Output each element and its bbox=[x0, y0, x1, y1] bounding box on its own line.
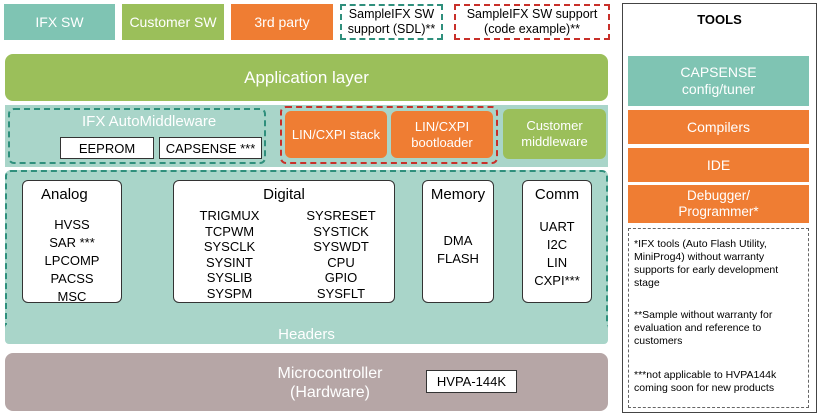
tools-title: TOOLS bbox=[697, 12, 742, 27]
list-item: PACSS bbox=[50, 271, 94, 286]
list-item: CPU bbox=[327, 254, 355, 270]
digital-col1: TRIGMUX TCPWM SYSCLK SYSINT SYSLIB SYSPM bbox=[182, 208, 277, 301]
list-item: SYSLIB bbox=[206, 270, 253, 285]
application-layer: Application layer bbox=[5, 54, 608, 101]
list-item: SYSPM bbox=[206, 285, 253, 301]
memory-list: DMA FLASH bbox=[423, 232, 493, 268]
list-item: TRIGMUX bbox=[199, 208, 260, 223]
legend-sample-sdl: SampleIFX SW support (SDL)** bbox=[340, 4, 443, 40]
list-item: SAR *** bbox=[49, 235, 95, 250]
tools-panel: TOOLS CAPSENSE config/tuner Compilers ID… bbox=[622, 3, 817, 413]
list-item: SYSCLK bbox=[203, 239, 256, 254]
tools-ide: IDE bbox=[628, 148, 809, 182]
customer-middleware: Customer middleware bbox=[503, 109, 606, 159]
capsense-box: CAPSENSE *** bbox=[159, 137, 262, 159]
legend-customer-sw: Customer SW bbox=[122, 4, 224, 40]
list-item: SYSWDT bbox=[313, 239, 369, 254]
digital-title: Digital bbox=[263, 186, 305, 203]
analog-panel: Analog HVSS SAR *** LPCOMP PACSS MSC bbox=[22, 180, 122, 306]
list-item: FLASH bbox=[437, 251, 479, 266]
list-item: SYSFLT bbox=[316, 285, 366, 301]
legend-ifx-sw: IFX SW bbox=[4, 4, 115, 40]
microcontroller-layer: Microcontroller (Hardware) HVPA-144K bbox=[5, 353, 608, 411]
comm-list: UART I2C LIN CXPI*** bbox=[523, 218, 591, 290]
list-item: SYSINT bbox=[206, 254, 253, 270]
memory-panel: Memory DMA FLASH bbox=[422, 180, 494, 303]
digital-col2: SYSRESET SYSTICK SYSWDT CPU GPIO SYSFLT bbox=[292, 208, 390, 301]
legend-sample-code: SampleIFX SW support (code example)** bbox=[454, 4, 610, 40]
microcontroller-label: Microcontroller (Hardware) bbox=[245, 364, 415, 402]
microcontroller-line1: Microcontroller bbox=[277, 365, 383, 382]
memory-title: Memory bbox=[430, 186, 486, 203]
digital-panel: Digital TRIGMUX TCPWM SYSCLK SYSINT SYSL… bbox=[173, 180, 395, 303]
automiddleware-title: IFX AutoMiddleware bbox=[82, 113, 217, 130]
list-item: HVSS bbox=[54, 217, 90, 232]
tools-notes: *IFX tools (Auto Flash Utility, MiniProg… bbox=[628, 228, 809, 408]
headers-bar: Headers bbox=[5, 324, 608, 344]
list-item: TCPWM bbox=[204, 223, 255, 239]
tools-capsense: CAPSENSE config/tuner bbox=[628, 56, 809, 106]
list-item: DMA bbox=[443, 233, 473, 248]
automiddleware-group bbox=[8, 108, 266, 164]
lin-cxpi-group bbox=[280, 106, 498, 164]
list-item: LPCOMP bbox=[44, 253, 100, 268]
tools-compilers: Compilers bbox=[628, 110, 809, 144]
lin-cxpi-stack: LIN/CXPI stack bbox=[285, 111, 387, 158]
eeprom-box: EEPROM bbox=[60, 137, 154, 159]
note-1: *IFX tools (Auto Flash Utility, MiniProg… bbox=[634, 238, 779, 289]
list-item: I2C bbox=[546, 237, 568, 252]
analog-list: HVSS SAR *** LPCOMP PACSS MSC bbox=[23, 216, 121, 306]
tools-debugger: Debugger/ Programmer* bbox=[628, 185, 809, 223]
note-3: ***not applicable to HVPA144k coming soo… bbox=[634, 369, 777, 394]
analog-title: Analog bbox=[41, 186, 88, 203]
list-item: GPIO bbox=[324, 270, 358, 285]
note-2: **Sample without warranty for evaluation… bbox=[634, 309, 773, 347]
list-item: UART bbox=[539, 219, 575, 234]
list-item: SYSTICK bbox=[313, 223, 369, 239]
chip-label: HVPA-144K bbox=[426, 370, 517, 393]
legend-third-party: 3rd party bbox=[231, 4, 333, 40]
list-item: MSC bbox=[57, 289, 87, 304]
comm-title: Comm bbox=[534, 186, 580, 203]
microcontroller-line2: (Hardware) bbox=[289, 384, 370, 401]
list-item: CXPI*** bbox=[534, 273, 580, 288]
lin-cxpi-bootloader: LIN/CXPI bootloader bbox=[391, 111, 493, 158]
list-item: LIN bbox=[546, 255, 568, 270]
comm-panel: Comm UART I2C LIN CXPI*** bbox=[522, 180, 592, 303]
list-item: SYSRESET bbox=[306, 208, 376, 223]
